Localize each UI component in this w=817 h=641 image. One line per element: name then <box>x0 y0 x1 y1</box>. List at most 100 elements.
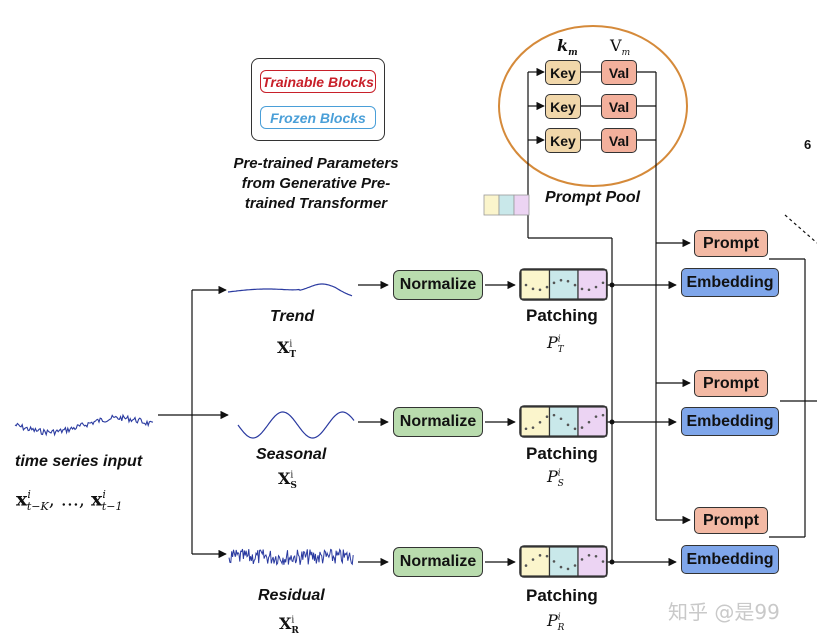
patch-outline <box>519 268 608 301</box>
patch-dot <box>531 558 535 561</box>
patch-dot <box>594 415 598 418</box>
patch-dot <box>587 288 591 292</box>
tap-node-residual <box>609 559 615 565</box>
patch-dot <box>531 287 535 291</box>
prompt-pool-title: Prompt Pool <box>545 189 641 206</box>
patch-dot <box>552 281 556 285</box>
branch-arrows <box>358 280 677 567</box>
prompt-residual: Prompt <box>694 507 768 534</box>
patch-cell <box>548 406 579 437</box>
patch-dot <box>594 285 598 289</box>
key-column-header: km <box>557 36 578 59</box>
pretrained-caption: Pre-trained Parameters from Generative P… <box>216 154 416 214</box>
patch-dot <box>545 285 549 289</box>
trend-label: Trend <box>270 308 315 325</box>
patch-cell <box>520 406 551 437</box>
embedding-trend: Embedding <box>681 268 779 297</box>
trend-waveform <box>227 283 353 297</box>
pretrained-line-2: from Generative Pre- <box>241 175 391 192</box>
patch-dot <box>545 415 549 419</box>
patch-dot <box>559 278 563 282</box>
legend-frozen: Frozen Blocks <box>260 106 376 129</box>
patch-dot <box>552 413 556 417</box>
patching-residual-label: Patching <box>526 586 598 605</box>
embedding-seasonal: Embedding <box>681 407 779 436</box>
patch-dot <box>587 420 591 424</box>
patch-dot <box>566 279 570 283</box>
patching-residual-math: PiR <box>547 611 565 634</box>
pool-val-1: Val <box>601 60 637 85</box>
input-waveform <box>14 413 154 437</box>
normalize-residual: Normalize <box>393 547 483 577</box>
pool-val-3: Val <box>601 128 637 153</box>
patch-cell <box>520 269 551 300</box>
pool-val-2: Val <box>601 94 637 119</box>
pretrained-line-1: Pre-trained Parameters <box>233 155 399 172</box>
prompt-pool-ellipse <box>498 25 688 187</box>
patch-dot <box>545 554 549 558</box>
patch-dot <box>559 417 563 421</box>
patch-cell <box>548 269 579 300</box>
patching-trend-label: Patching <box>526 306 598 325</box>
patch-cell <box>577 269 608 300</box>
pool-key-2: Key <box>545 94 581 119</box>
patch-dot <box>566 567 570 571</box>
patch-dot <box>524 283 528 287</box>
patch-outline <box>519 545 608 578</box>
patch-dot <box>573 564 577 567</box>
patching-trend-math: PiT <box>547 333 564 356</box>
input-splitter <box>158 285 229 559</box>
patching-seasonal-label: Patching <box>526 444 598 463</box>
patch-dot <box>601 281 605 285</box>
residual-waveform <box>228 548 354 566</box>
embedding-residual: Embedding <box>681 545 779 574</box>
tap-node-seasonal <box>609 419 615 425</box>
normalize-trend: Normalize <box>393 270 483 300</box>
pretrained-line-3: trained Transformer <box>244 195 388 212</box>
patch-dot <box>524 427 528 431</box>
patch-dot <box>573 283 577 287</box>
right-connectors <box>769 214 817 538</box>
patch-dot <box>538 288 542 292</box>
patch-dot <box>587 554 591 557</box>
patch-dot <box>559 565 563 569</box>
input-label: time series input <box>15 453 143 470</box>
corner-number: 6 <box>804 137 812 152</box>
seasonal-waveform <box>237 411 355 439</box>
pool-key-3: Key <box>545 128 581 153</box>
patch-dot <box>566 423 570 427</box>
patching-seasonal-math: PiS <box>547 467 564 490</box>
patch-dot <box>580 558 584 561</box>
patch-cell <box>577 406 608 437</box>
legend-box: Trainable Blocks Frozen Blocks <box>251 58 385 141</box>
patch-dot <box>538 420 542 424</box>
prompt-seasonal: Prompt <box>694 370 768 397</box>
legend-trainable: Trainable Blocks <box>260 70 376 93</box>
patch-dot <box>580 287 584 291</box>
patch-dot <box>601 413 605 417</box>
trend-math: XiT <box>277 338 297 361</box>
patch-dot <box>538 554 542 557</box>
prompt-trend: Prompt <box>694 230 768 257</box>
prompt-token-strip <box>483 194 530 216</box>
patch-dot <box>524 564 528 567</box>
pool-key-1: Key <box>545 60 581 85</box>
patch-cell <box>520 546 551 577</box>
patch-dot <box>580 426 584 429</box>
seasonal-math: XiS <box>278 469 297 492</box>
residual-math: XiR <box>279 614 299 637</box>
patch-dot <box>573 427 577 431</box>
patch-dot <box>552 560 556 563</box>
patch-dot <box>594 554 598 558</box>
patch-dot <box>601 560 605 563</box>
watermark: 知乎 @是99 <box>668 600 780 624</box>
patch-dot <box>531 426 535 429</box>
val-column-header: Vm <box>610 36 631 59</box>
tap-node-trend <box>609 282 615 288</box>
input-math: xit−K, ..., xit−1 <box>16 488 123 514</box>
key-val-connectors <box>580 71 691 525</box>
patch-blocks <box>519 268 608 578</box>
normalize-seasonal: Normalize <box>393 407 483 437</box>
